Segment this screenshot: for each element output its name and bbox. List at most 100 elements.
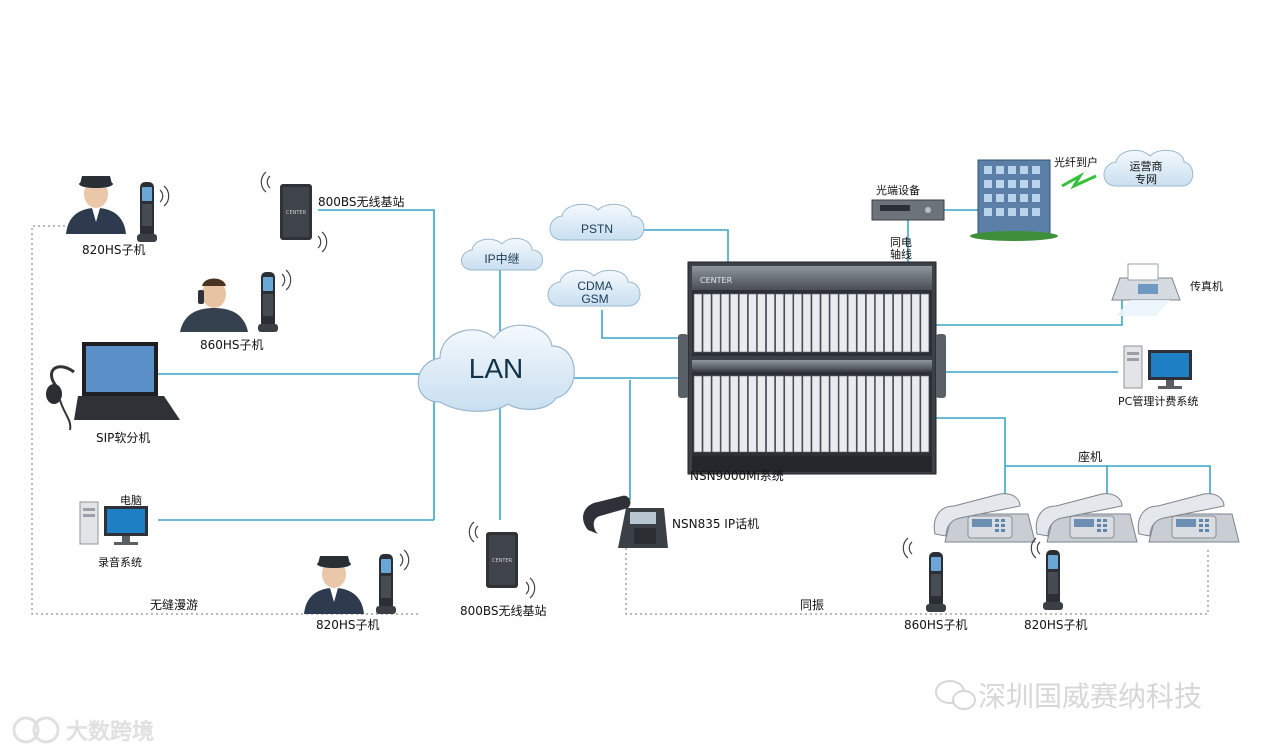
ip-trunk-cloud: IP中继 [461, 237, 543, 271]
sip-softphone-label: SIP软分机 [96, 431, 150, 445]
fiber-label: 光纤到户 [1054, 155, 1098, 169]
handset-820-right-icon [1043, 550, 1063, 610]
desk-phones-label: 座机 [1078, 449, 1102, 464]
chassis-card-slot [766, 375, 775, 453]
handset-860-left-icon [258, 272, 278, 332]
chassis-card-slot [902, 293, 911, 353]
chassis-card-slot [711, 375, 721, 453]
chassis-card-slot [838, 293, 848, 353]
chassis-card-slot [693, 293, 703, 353]
chassis-card-slot [920, 293, 930, 353]
wechat-logo [935, 680, 976, 710]
optical-device-label: 光端设备 [876, 183, 920, 197]
recording-system-label: 录音系统 [98, 555, 142, 569]
cdma-gsm-cloud: CDMA GSM [547, 269, 641, 307]
fax-label: 传真机 [1190, 279, 1223, 293]
wireless-signal-icon [317, 231, 328, 253]
coax-label-1: 同电 [890, 236, 912, 249]
chassis-card-slot [911, 293, 920, 353]
chassis-card-slot [875, 375, 884, 453]
ip-phone-label: NSN835 IP话机 [672, 517, 759, 531]
chassis-card-slot [784, 293, 793, 353]
chassis-card-slot [829, 375, 839, 453]
ringing-together-label: 同振 [800, 598, 824, 612]
chassis-card-slot [748, 293, 757, 353]
chassis-card-slot [884, 375, 893, 453]
chassis-card-slot [766, 293, 775, 353]
base-station-bottom-icon [486, 532, 518, 588]
handset-820-top-label: 820HS子机 [82, 243, 146, 257]
optical-device [871, 199, 945, 221]
chassis-card-slot [793, 375, 802, 453]
wireless-signal-icon [468, 521, 479, 543]
chassis-card-slot [811, 375, 821, 453]
chassis-card-slot [875, 293, 884, 353]
desk-phone-icon [1035, 493, 1138, 543]
wireless-signal-icon [399, 549, 410, 571]
wireless-signal-icon [281, 269, 292, 291]
chassis-card-slot [838, 375, 848, 453]
base-station-bottom-label: 800BS无线基站 [460, 604, 547, 618]
laptop-softphone-icon [46, 342, 180, 431]
wireless-signal-icon [525, 577, 536, 599]
chassis-card-slot [847, 375, 857, 453]
chassis-card-slot [784, 375, 793, 453]
recording-pc-icon [79, 501, 149, 546]
ip-trunk-label: IP中继 [484, 251, 519, 266]
handset-860-right-icon [926, 552, 946, 612]
pc-billing-label: PC管理计费系统 [1118, 394, 1198, 408]
watermark-left: 大数跨境 [66, 719, 154, 745]
wireless-signal-icon [159, 185, 170, 207]
wireless-signal-icon [1030, 537, 1041, 559]
ip-phone-icon [583, 495, 668, 548]
chassis-card-slot [893, 293, 902, 353]
lan-label: LAN [469, 353, 523, 384]
guard-avatar-top [66, 176, 126, 234]
base-station-top-icon [280, 184, 312, 240]
chassis-card-slot [847, 293, 857, 353]
chassis-card-slot [757, 375, 766, 453]
chassis-brand: CENTER [700, 276, 733, 285]
gsm-label: GSM [581, 292, 608, 306]
chassis-card-slot [693, 375, 703, 453]
desk-phone-icon [1137, 493, 1240, 543]
chassis-card-slot [720, 293, 730, 353]
chassis-card-slot [739, 293, 748, 353]
chassis-card-slot [802, 293, 812, 353]
connection-lines [158, 209, 1211, 521]
chassis-card-slot [829, 293, 839, 353]
chassis-card-slot [920, 375, 930, 453]
chassis-card-slot [884, 293, 893, 353]
chassis-card-slot [811, 293, 821, 353]
chassis-card-slot [702, 293, 712, 353]
pstn-cloud: PSTN [549, 203, 645, 241]
handset-820-bottom-icon [376, 554, 396, 614]
fiber-link-icon [1061, 171, 1097, 190]
cdma-label: CDMA [577, 279, 612, 293]
left-watermark-logo [12, 716, 60, 744]
chassis-card-slot [820, 293, 830, 353]
system-label: NSN9000Mi系统 [690, 469, 784, 483]
chassis-card-slot [802, 375, 812, 453]
lan-cloud: LAN [417, 324, 575, 412]
handset-820-bottom-label: 820HS子机 [316, 618, 380, 632]
chassis-card-slot [857, 293, 866, 353]
wireless-signal-icon [260, 171, 271, 193]
nsn9000mi-chassis: CENTER [678, 261, 946, 475]
chassis-card-slot [820, 375, 830, 453]
handset-820-right-label: 820HS子机 [1024, 618, 1088, 632]
chassis-card-slot [729, 293, 739, 353]
chassis-card-slot [748, 375, 757, 453]
coax-label-2: 轴线 [890, 247, 912, 261]
computer-label: 电脑 [120, 494, 142, 507]
handset-820-top-icon [137, 182, 157, 242]
fax-machine-icon [1111, 263, 1181, 316]
desk-phone-icon [933, 493, 1036, 543]
chassis-card-slot [729, 375, 739, 453]
handset-860-right-label: 860HS子机 [904, 618, 968, 632]
chassis-card-slot [866, 375, 875, 453]
wireless-signal-icon [902, 537, 913, 559]
base-station-top-label: 800BS无线基站 [318, 195, 405, 209]
seamless-roaming-label: 无缝漫游 [150, 597, 198, 612]
chassis-card-slot [711, 293, 721, 353]
